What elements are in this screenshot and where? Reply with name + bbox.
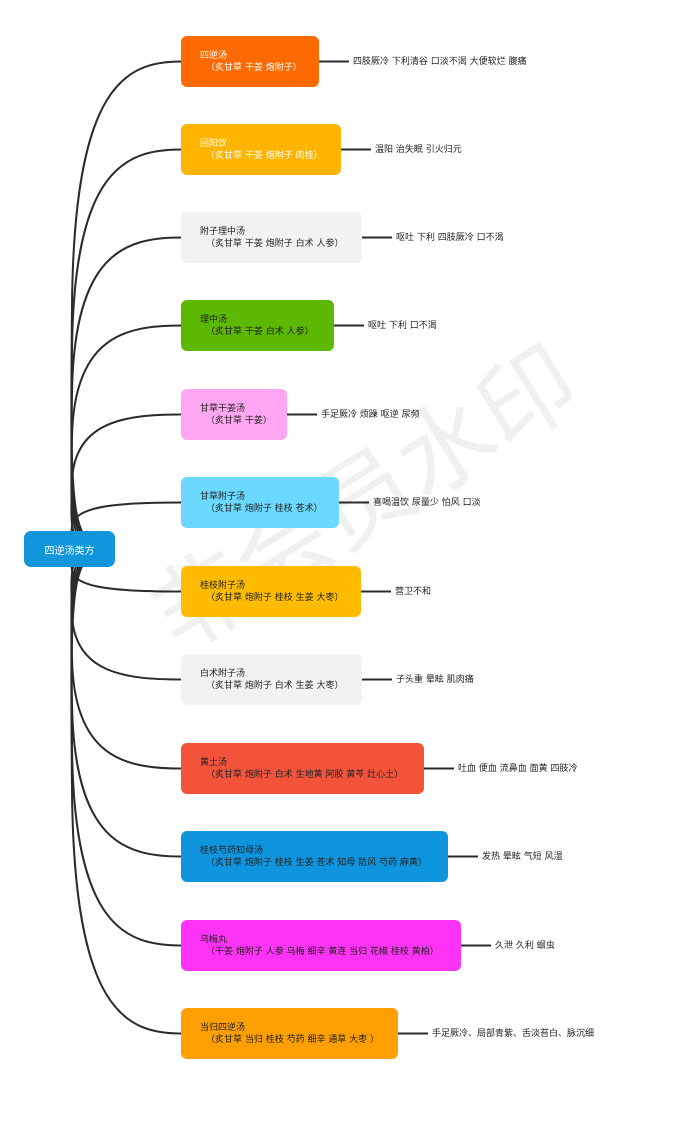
branch-connector: [70, 148, 182, 550]
branch-symptoms: 四肢厥冷 下利清谷 口淡不渴 大便软烂 腹痛: [353, 56, 527, 67]
branch-title: 四逆汤: [200, 50, 228, 61]
branch-title: 桂枝芍药知母汤: [200, 845, 264, 856]
branch-symptoms: 呕吐 下利 口不渴: [368, 320, 437, 331]
branch-herbs: （炙甘草 当归 桂枝 芍药 细辛 通草 大枣 ）: [206, 1034, 380, 1045]
branch-title: 当归四逆汤: [200, 1022, 246, 1033]
branch-herbs: （炙甘草 炮附子 桂枝 生姜 苍术 知母 防风 芍药 麻黄）: [206, 857, 427, 868]
branch-herbs: （炙甘草 炮附子 白术 生地黄 阿胶 黄芩 灶心土）: [206, 769, 404, 780]
branch-connector: [70, 548, 182, 770]
branch-title: 乌梅丸: [200, 934, 228, 945]
branch-node-danggui-sini-tang[interactable]: 当归四逆汤 （炙甘草 当归 桂枝 芍药 细辛 通草 大枣 ）: [181, 1008, 398, 1059]
branch-symptoms: 喜喝温饮 尿量少 怕风 口淡: [373, 497, 481, 508]
branch-herbs: （干姜 炮附子 人参 乌梅 细辛 黄连 当归 花椒 桂枝 黄柏）: [206, 946, 439, 957]
branch-connector: [70, 548, 182, 947]
branch-node-wumei-wan[interactable]: 乌梅丸 （干姜 炮附子 人参 乌梅 细辛 黄连 当归 花椒 桂枝 黄柏）: [181, 920, 461, 971]
branch-node-gancao-ganjiang-tang[interactable]: 甘草干姜汤 （炙甘草 干姜）: [181, 389, 287, 440]
branch-connector: [70, 548, 182, 858]
branch-title: 甘草附子汤: [200, 491, 246, 502]
branch-title: 回阳饮: [200, 138, 228, 149]
branch-herbs: （炙甘草 干姜 炮附子 白术 人参）: [206, 238, 344, 249]
branch-herbs: （炙甘草 干姜）: [206, 415, 272, 426]
branch-node-guizhi-fuzi-tang[interactable]: 桂枝附子汤 （炙甘草 炮附子 桂枝 生姜 大枣）: [181, 566, 361, 617]
branch-title: 黄土汤: [200, 757, 228, 768]
branch-symptoms: 吐血 便血 流鼻血 面黄 四肢冷: [458, 763, 578, 774]
branch-symptoms: 发热 晕眩 气短 风湿: [482, 851, 563, 862]
branch-node-fuzi-lizhong-tang[interactable]: 附子理中汤 （炙甘草 干姜 炮附子 白术 人参）: [181, 212, 362, 263]
branch-title: 理中汤: [200, 314, 228, 325]
branch-symptoms: 久泄 久利 蛔虫: [495, 940, 555, 951]
branch-symptoms: 呕吐 下利 四肢厥冷 口不渴: [396, 232, 504, 243]
branch-herbs: （炙甘草 干姜 炮附子 肉桂）: [206, 150, 323, 161]
branch-herbs: （炙甘草 炮附子 桂枝 苍术）: [206, 503, 323, 514]
branch-node-sini-tang[interactable]: 四逆汤 （炙甘草 干姜 炮附子）: [181, 36, 319, 87]
branch-herbs: （炙甘草 干姜 白术 人参）: [206, 326, 314, 337]
branch-connector: [70, 60, 182, 550]
branch-symptoms: 温阳 治失眠 引火归元: [375, 144, 462, 155]
branch-node-huiyang-yin[interactable]: 回阳饮 （炙甘草 干姜 炮附子 肉桂）: [181, 124, 341, 175]
branch-node-gancao-fuzi-tang[interactable]: 甘草附子汤 （炙甘草 炮附子 桂枝 苍术）: [181, 477, 339, 528]
branch-herbs: （炙甘草 炮附子 白术 生姜 大枣）: [206, 680, 344, 691]
branch-title: 桂枝附子汤: [200, 580, 246, 591]
branch-title: 甘草干姜汤: [200, 403, 246, 414]
branch-symptoms: 手足厥冷、局部青紫、舌淡苔白、脉沉细: [432, 1028, 595, 1039]
branch-connector: [70, 413, 182, 550]
branch-herbs: （炙甘草 干姜 炮附子）: [206, 62, 302, 73]
branch-connector: [70, 548, 182, 1035]
branch-connector: [70, 548, 182, 681]
branch-herbs: （炙甘草 炮附子 桂枝 生姜 大枣）: [206, 592, 344, 603]
branch-node-guizhi-shaoyao-zhimu-tang[interactable]: 桂枝芍药知母汤 （炙甘草 炮附子 桂枝 生姜 苍术 知母 防风 芍药 麻黄）: [181, 831, 448, 882]
branch-node-huangtu-tang[interactable]: 黄土汤 （炙甘草 炮附子 白术 生地黄 阿胶 黄芩 灶心土）: [181, 743, 424, 794]
branch-symptoms: 子头重 晕眩 肌肉痛: [396, 674, 474, 685]
branch-node-baizhu-fuzi-tang[interactable]: 白术附子汤 （炙甘草 炮附子 白术 生姜 大枣）: [181, 654, 362, 705]
branch-title: 附子理中汤: [200, 226, 246, 237]
branch-symptoms: 营卫不和: [395, 586, 432, 597]
branch-title: 白术附子汤: [200, 668, 246, 679]
branch-node-lizhong-tang[interactable]: 理中汤 （炙甘草 干姜 白术 人参）: [181, 300, 334, 351]
root-node[interactable]: 四逆汤类方: [24, 531, 115, 567]
branch-symptoms: 手足厥冷 烦躁 呕逆 尿频: [321, 409, 420, 420]
